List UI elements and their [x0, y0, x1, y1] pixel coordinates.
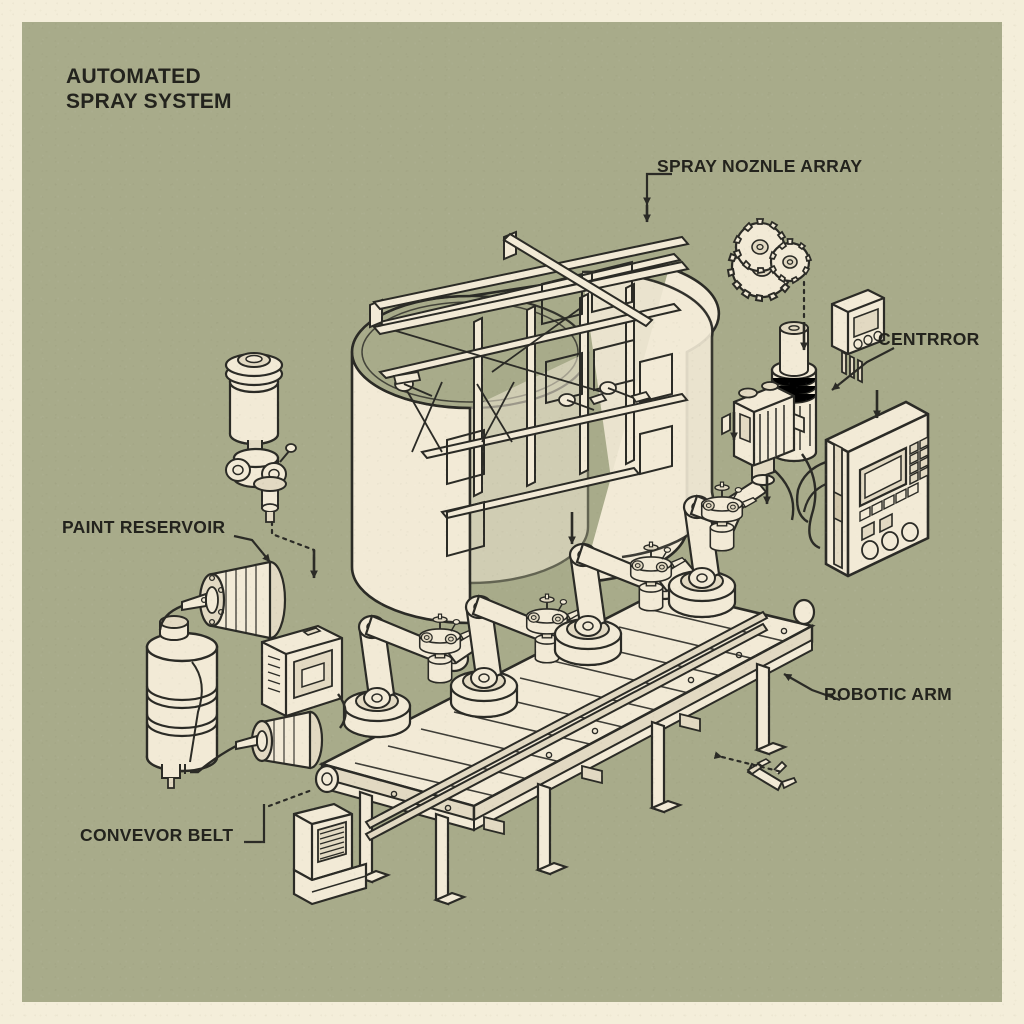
label-conveyor-belt: CONVEVOR BELT	[80, 825, 234, 845]
paint-tank	[145, 615, 219, 789]
robotic-arm-1	[342, 613, 486, 739]
leader-conveyor-dotted	[267, 788, 314, 808]
label-controller: CENTRROR	[878, 329, 980, 349]
conveyor-belt-unit	[314, 588, 816, 906]
page-title: AUTOMATED SPRAY SYSTEM	[66, 65, 232, 113]
robotic-arm-4	[667, 478, 768, 619]
pump-control-box	[260, 624, 347, 729]
label-spray-nozzle-array: SPRAY NOZNLE ARRAY	[657, 156, 863, 176]
leader-controller	[831, 347, 895, 391]
technical-drawing	[145, 172, 930, 906]
nozzle-manifold	[392, 370, 652, 411]
detached-nozzle	[746, 758, 798, 792]
feed-pump-motor	[158, 560, 287, 640]
leader-robotic-arm	[783, 673, 841, 702]
detail-spray-gun	[224, 352, 297, 523]
operator-terminal	[292, 802, 368, 906]
dotted-arrow-nozzle	[713, 751, 784, 774]
dotted-path-spray-gun	[270, 520, 316, 564]
leader-conveyor-belt	[244, 804, 266, 844]
servo-motor-block	[721, 381, 805, 521]
leader-paint-reservoir	[233, 534, 271, 563]
control-cabinet	[795, 400, 930, 578]
label-paint-reservoir: PAINT RESERVOIR	[62, 517, 226, 537]
gear-cluster	[726, 218, 813, 303]
illustration-panel: AUTOMATED SPRAY SYSTEM SPRAY NOZNLE ARRA…	[22, 22, 1002, 1002]
leader-spray-nozzle-array	[643, 172, 672, 206]
label-robotic-arm: ROBOTIC ARM	[824, 684, 953, 704]
return-pump-motor	[190, 710, 324, 774]
spray-booth-enclosure	[350, 230, 721, 625]
display-module	[830, 288, 886, 384]
